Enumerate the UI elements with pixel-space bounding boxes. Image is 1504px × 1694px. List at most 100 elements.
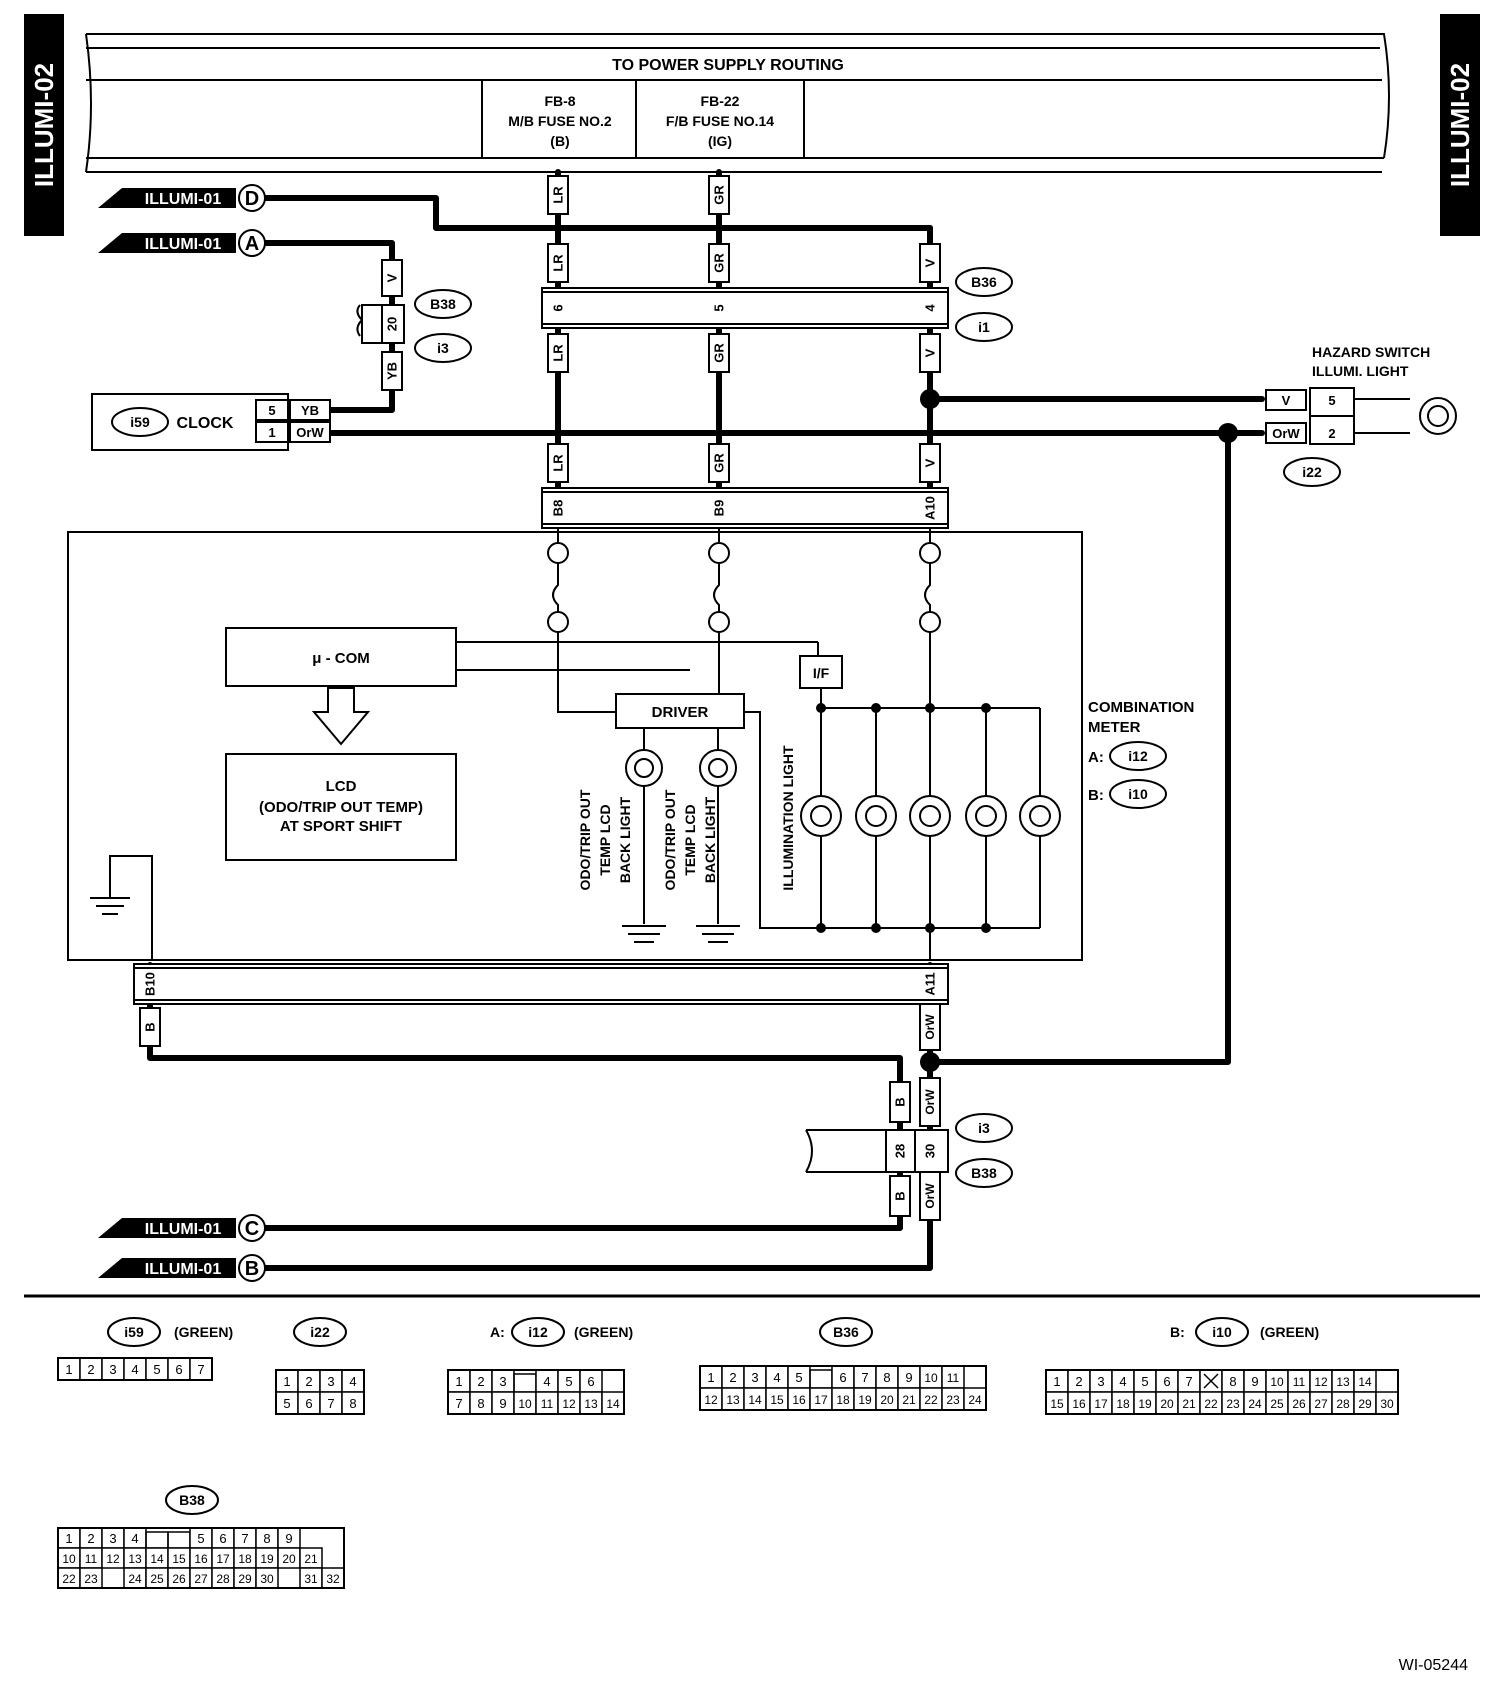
face-pin-label: 21 [304, 1552, 318, 1566]
pin-a10: A10 [923, 496, 938, 520]
face-pin-label: 9 [285, 1531, 292, 1546]
pin-30: 30 [923, 1144, 938, 1158]
face-pin-label: 6 [587, 1374, 594, 1389]
wire-tag-gr-top: GR [708, 175, 730, 215]
hazard-label-line2: ILLUMI. LIGHT [1312, 363, 1409, 379]
face-pin-label: 13 [726, 1393, 740, 1407]
face-pin-label: 11 [541, 1397, 554, 1411]
face-frame [275, 1369, 365, 1415]
face-pin-label: 19 [858, 1393, 872, 1407]
connector-i3-b38-lower: 28 30 i3 B38 [805, 1113, 1013, 1188]
face-pin-label: 17 [1094, 1397, 1108, 1411]
face-pin-label: 8 [263, 1531, 270, 1546]
ground-icon-2 [696, 925, 740, 943]
face-blank-pin-icon [1203, 1373, 1219, 1389]
pin-b10: B10 [143, 972, 158, 996]
face-pin-label: 23 [1226, 1397, 1240, 1411]
ref-illumi-01-d[interactable]: ILLUMI-01 D [98, 184, 266, 212]
face-pin-label: 23 [84, 1572, 98, 1586]
svg-text:B38: B38 [179, 1492, 205, 1508]
fuse1-line1: FB-8 [544, 93, 575, 109]
face-pin-label: 3 [1097, 1374, 1104, 1389]
wire-tag-b-b10: B [139, 1007, 161, 1047]
face-b38-header: B38 [165, 1485, 219, 1515]
face-pin-label: 2 [729, 1370, 736, 1385]
face-pin-label: 13 [128, 1552, 142, 1566]
svg-text:i12: i12 [528, 1324, 548, 1340]
hazard-label-line1: HAZARD SWITCH [1312, 344, 1430, 360]
face-pin-label: 9 [1251, 1374, 1258, 1389]
face-pin-label: 17 [216, 1552, 230, 1566]
wire-tag-lr-b36: LR [547, 243, 569, 283]
face-pin-label: 23 [946, 1393, 960, 1407]
face-pin-label: 26 [1292, 1397, 1306, 1411]
face-pin-label: 9 [499, 1396, 506, 1411]
face-pin-label: 5 [565, 1374, 572, 1389]
combination-a-prefix: A: [1088, 749, 1104, 766]
svg-text:YB: YB [385, 362, 400, 380]
wire-tag-lr-meter: LR [547, 443, 569, 483]
face-pin-label: 19 [260, 1552, 274, 1566]
clock-wire-orw: OrW [296, 425, 324, 440]
face-key-slot [809, 1369, 833, 1389]
fuse1-line3: (B) [550, 133, 569, 149]
face-pin-label: 22 [1204, 1397, 1218, 1411]
face-pin-label: 7 [241, 1531, 248, 1546]
face-pin-label: 4 [1119, 1374, 1126, 1389]
illum-bulb-1-icon [800, 795, 842, 837]
driver-box [615, 693, 745, 729]
face-pin-label: 8 [477, 1396, 484, 1411]
svg-text:B: B [893, 1097, 908, 1106]
face-pin-label: 6 [839, 1370, 846, 1385]
wire-tag-lr-i1: LR [547, 333, 569, 373]
ref-b-label: ILLUMI-01 [145, 1261, 222, 1278]
hazard-pin-2: 2 [1328, 426, 1335, 441]
face-pin-label: 7 [197, 1362, 204, 1377]
face-pin-label: 17 [814, 1393, 828, 1407]
svg-text:OrW: OrW [923, 1183, 937, 1209]
wire-tag-b-i3-bottom: B [889, 1175, 911, 1217]
ground-icon-1 [622, 925, 666, 943]
face-pin-label: 12 [106, 1552, 120, 1566]
face-pin-label: 18 [836, 1393, 850, 1407]
face-frame [447, 1369, 625, 1415]
illumination-label: ILLUMINATION LIGHT [780, 745, 796, 891]
backlight-bulb-1-icon [625, 749, 663, 787]
fuse2-line1: FB-22 [701, 93, 740, 109]
face-pin-label: 22 [62, 1572, 76, 1586]
illum-bulb-2-icon [855, 795, 897, 837]
face-pin-label: 3 [499, 1374, 506, 1389]
ref-illumi-01-b[interactable]: ILLUMI-01 B [98, 1254, 266, 1282]
ref-illumi-01-a[interactable]: ILLUMI-01 A [98, 229, 266, 257]
wire-tag-gr-i1: GR [708, 333, 730, 373]
hazard-connector-label: i22 [1302, 464, 1322, 480]
face-pin-label: 15 [172, 1552, 186, 1566]
face-pin-label: 8 [349, 1396, 356, 1411]
face-pin-label: 9 [905, 1370, 912, 1385]
face-pin-label: 30 [1380, 1397, 1394, 1411]
lcd-label-line3: AT SPORT SHIFT [280, 818, 402, 835]
backlight1-line1: ODO/TRIP OUT [577, 789, 593, 890]
connector-i1-label: i1 [978, 319, 990, 335]
ucom-label: μ - COM [312, 650, 370, 667]
ref-illumi-01-c[interactable]: ILLUMI-01 C [98, 1214, 266, 1242]
face-pin-label: 25 [1270, 1397, 1284, 1411]
combination-line1: COMBINATION [1088, 699, 1194, 716]
face-pin-label: 1 [1053, 1374, 1060, 1389]
backlight2-line3: BACK LIGHT [702, 796, 718, 883]
face-frame [699, 1365, 987, 1411]
pin-6: 6 [551, 304, 566, 311]
face-pin-label: 1 [65, 1362, 72, 1377]
svg-text:GR: GR [712, 185, 727, 205]
clock-label: CLOCK [177, 415, 234, 432]
svg-text:LR: LR [551, 454, 566, 472]
face-pin-label: 11 [1293, 1375, 1306, 1389]
face-pin-label: 20 [880, 1393, 894, 1407]
svg-text:i22: i22 [310, 1324, 330, 1340]
face-pin-label: 20 [1160, 1397, 1174, 1411]
face-pin-label: 1 [283, 1374, 290, 1389]
svg-text:i10: i10 [1212, 1324, 1232, 1340]
fuse2-line3: (IG) [708, 133, 732, 149]
svg-text:B: B [893, 1191, 908, 1200]
